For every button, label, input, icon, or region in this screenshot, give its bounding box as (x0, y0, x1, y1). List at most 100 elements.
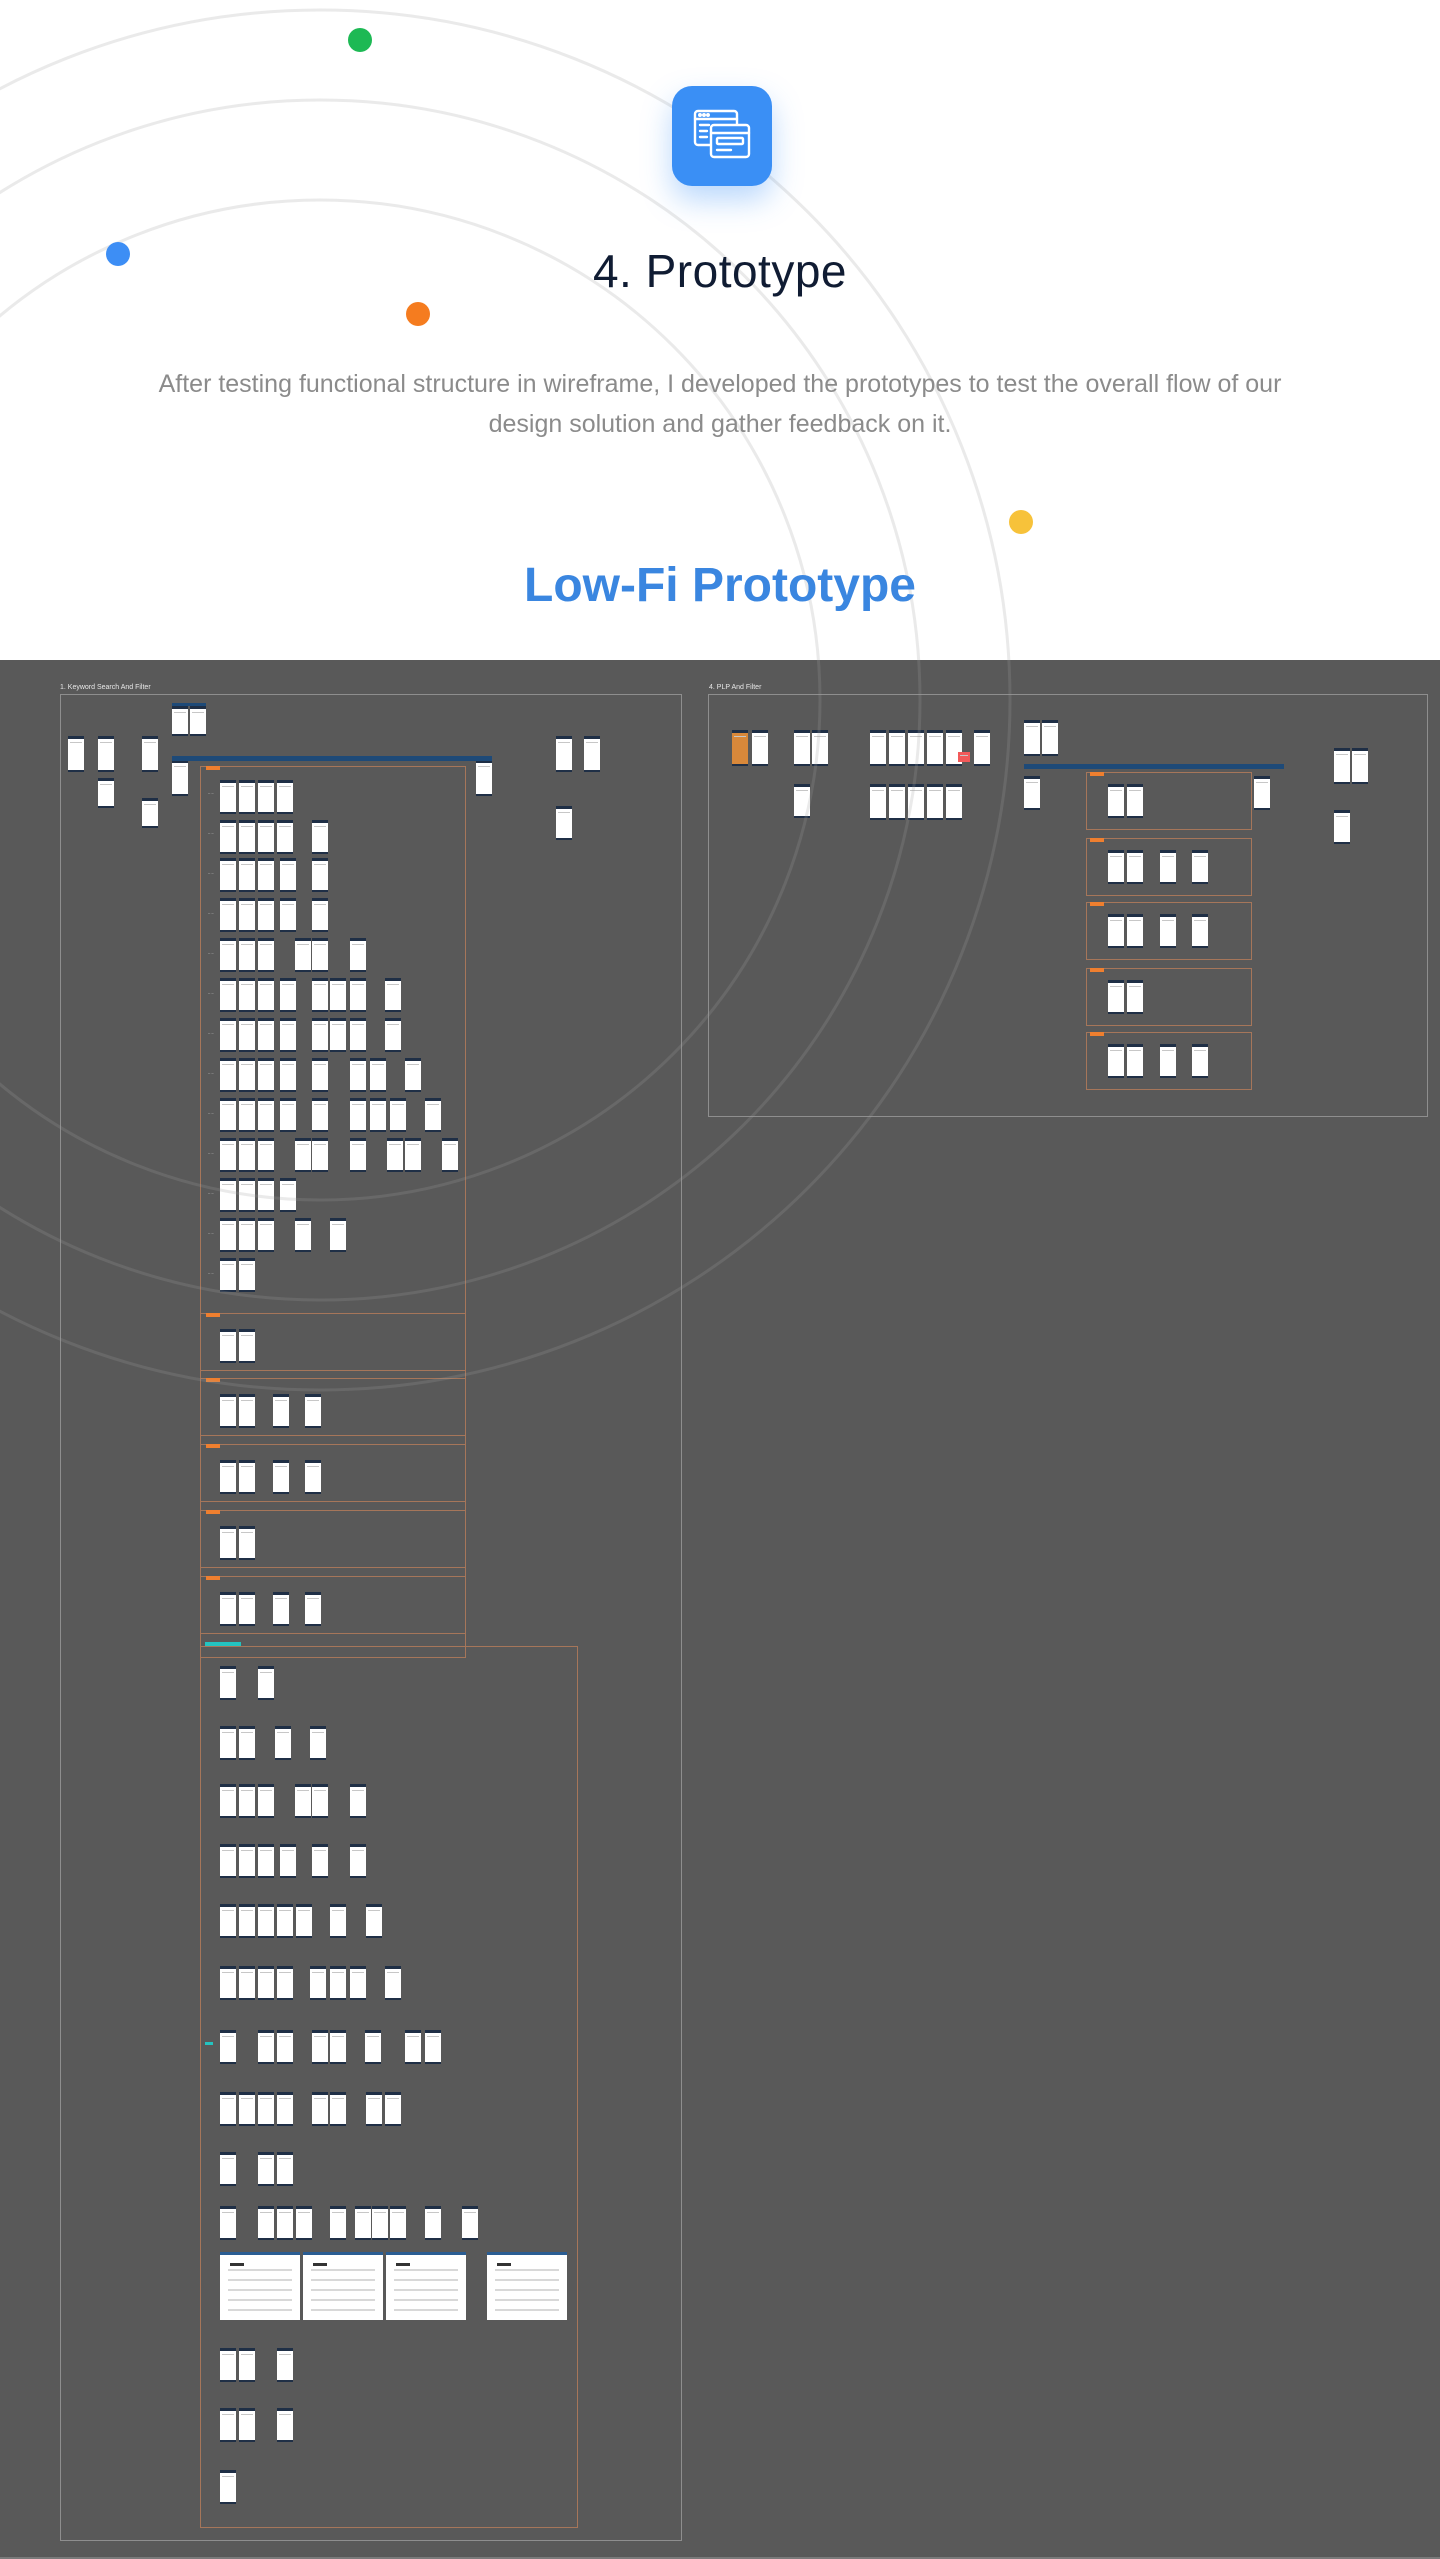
image-thumbnail (732, 730, 748, 766)
wireframe-screen (220, 1592, 236, 1626)
wireframe-screen (258, 1784, 274, 1818)
wireframe-screen (1192, 850, 1208, 884)
wireframe-screen (1108, 914, 1124, 948)
desktop-wireframe (303, 2252, 383, 2320)
wireframe-screen (889, 784, 905, 820)
wireframe-screen (312, 1058, 328, 1092)
wireframe-screen (1127, 914, 1143, 948)
flow-group (1086, 902, 1252, 960)
wireframe-screen (220, 858, 236, 892)
wireframe-screen (239, 1844, 255, 1878)
wireframe-screen (142, 736, 158, 772)
wireframe-screen (258, 1966, 274, 2000)
wireframe-screen (355, 2206, 371, 2240)
wireframe-screen (1024, 776, 1040, 810)
wireframe-screen (239, 1018, 255, 1052)
wireframe-screen (312, 858, 328, 892)
wireframe-screen (312, 1784, 328, 1818)
wireframe-screen (312, 1138, 328, 1172)
wireframe-screen (312, 898, 328, 932)
wireframe-screen (584, 736, 600, 772)
wireframe-screen (908, 730, 924, 766)
wireframe-screen (280, 1844, 296, 1878)
wireframe-screen (273, 1460, 289, 1494)
wireframe-screen (220, 1218, 236, 1252)
wireframe-screen (239, 1258, 255, 1292)
wireframe-screen (239, 1592, 255, 1626)
wireframe-screen (1192, 1044, 1208, 1078)
wireframe-screen (350, 1784, 366, 1818)
flow-group (200, 1576, 466, 1634)
wireframe-screen (927, 730, 943, 766)
flow-note: – – (208, 1070, 214, 1075)
wireframe-screen (1160, 914, 1176, 948)
wireframe-screen (312, 1018, 328, 1052)
desktop-wireframe (220, 2252, 300, 2320)
wireframe-screen (556, 806, 572, 840)
wireframe-screen (1192, 914, 1208, 948)
wireframe-screen (385, 978, 401, 1012)
wireframe-screen (1254, 776, 1270, 810)
wireframe-screen (387, 1138, 403, 1172)
wireframe-screen (220, 1666, 236, 1700)
wireframe-screen (794, 730, 810, 766)
wireframe-screen (1334, 810, 1350, 844)
wireframe-screen (239, 1460, 255, 1494)
wireframe-screen (280, 858, 296, 892)
flow-note: – – (208, 910, 214, 915)
wireframe-screen (239, 2348, 255, 2382)
wireframe-screen (370, 1098, 386, 1132)
wireframe-screen (370, 1058, 386, 1092)
wireframe-screen (330, 1904, 346, 1938)
flow-group (1086, 968, 1252, 1026)
wireframe-screen (239, 1329, 255, 1363)
wireframe-screen (330, 2206, 346, 2240)
wireframe-screen (1108, 980, 1124, 1014)
wireframe-screen (277, 2408, 293, 2442)
wireframe-screen (220, 1258, 236, 1292)
wireframe-screen (385, 2092, 401, 2126)
blue-dot (106, 242, 130, 266)
wireframe-screen (312, 820, 328, 854)
wireframe-screen (258, 780, 274, 814)
flow-frame-label: 1. Keyword Search And Filter (60, 684, 151, 691)
wireframe-screen (220, 1138, 236, 1172)
wireframe-screen (220, 1966, 236, 2000)
wireframe-screen (239, 898, 255, 932)
wireframe-screen (220, 1394, 236, 1428)
flow-tag (206, 1576, 220, 1580)
wireframe-screen (405, 2030, 421, 2064)
wireframe-screen (310, 1966, 326, 2000)
wireframe-screen (330, 2092, 346, 2126)
wireframe-screen (273, 1592, 289, 1626)
wireframe-screen (258, 820, 274, 854)
wireframe-screen (330, 2030, 346, 2064)
wireframe-screen (405, 1058, 421, 1092)
flow-tag (1090, 968, 1104, 972)
wireframe-screen (310, 1726, 326, 1760)
wireframe-screen (258, 978, 274, 1012)
wireframe-screen (280, 1018, 296, 1052)
wireframe-screen (277, 1966, 293, 2000)
wireframe-screen (239, 1966, 255, 2000)
wireframe-screen (220, 1844, 236, 1878)
wireframe-screen (258, 1058, 274, 1092)
wireframe-screen (239, 1138, 255, 1172)
flow-frame-label: 4. PLP And Filter (709, 684, 762, 691)
flow-note: – – (208, 950, 214, 955)
flow-tag (1090, 772, 1104, 776)
wireframe-screen (172, 760, 188, 796)
wireframe-screen (372, 2206, 388, 2240)
wireframe-screen (350, 1058, 366, 1092)
flow-tag (1090, 902, 1104, 906)
wireframe-screen (812, 730, 828, 766)
wireframe-screen (220, 938, 236, 972)
prototype-canvas: 1. Keyword Search And Filter 4. PLP And … (0, 660, 1440, 2559)
flow-note: – – (208, 870, 214, 875)
wireframe-screen (1024, 720, 1040, 756)
wireframe-screen (239, 1098, 255, 1132)
wireframe-screen (1108, 784, 1124, 818)
wireframe-screen (220, 1018, 236, 1052)
wireframe-screen (330, 1018, 346, 1052)
wireframe-screen (172, 706, 188, 736)
